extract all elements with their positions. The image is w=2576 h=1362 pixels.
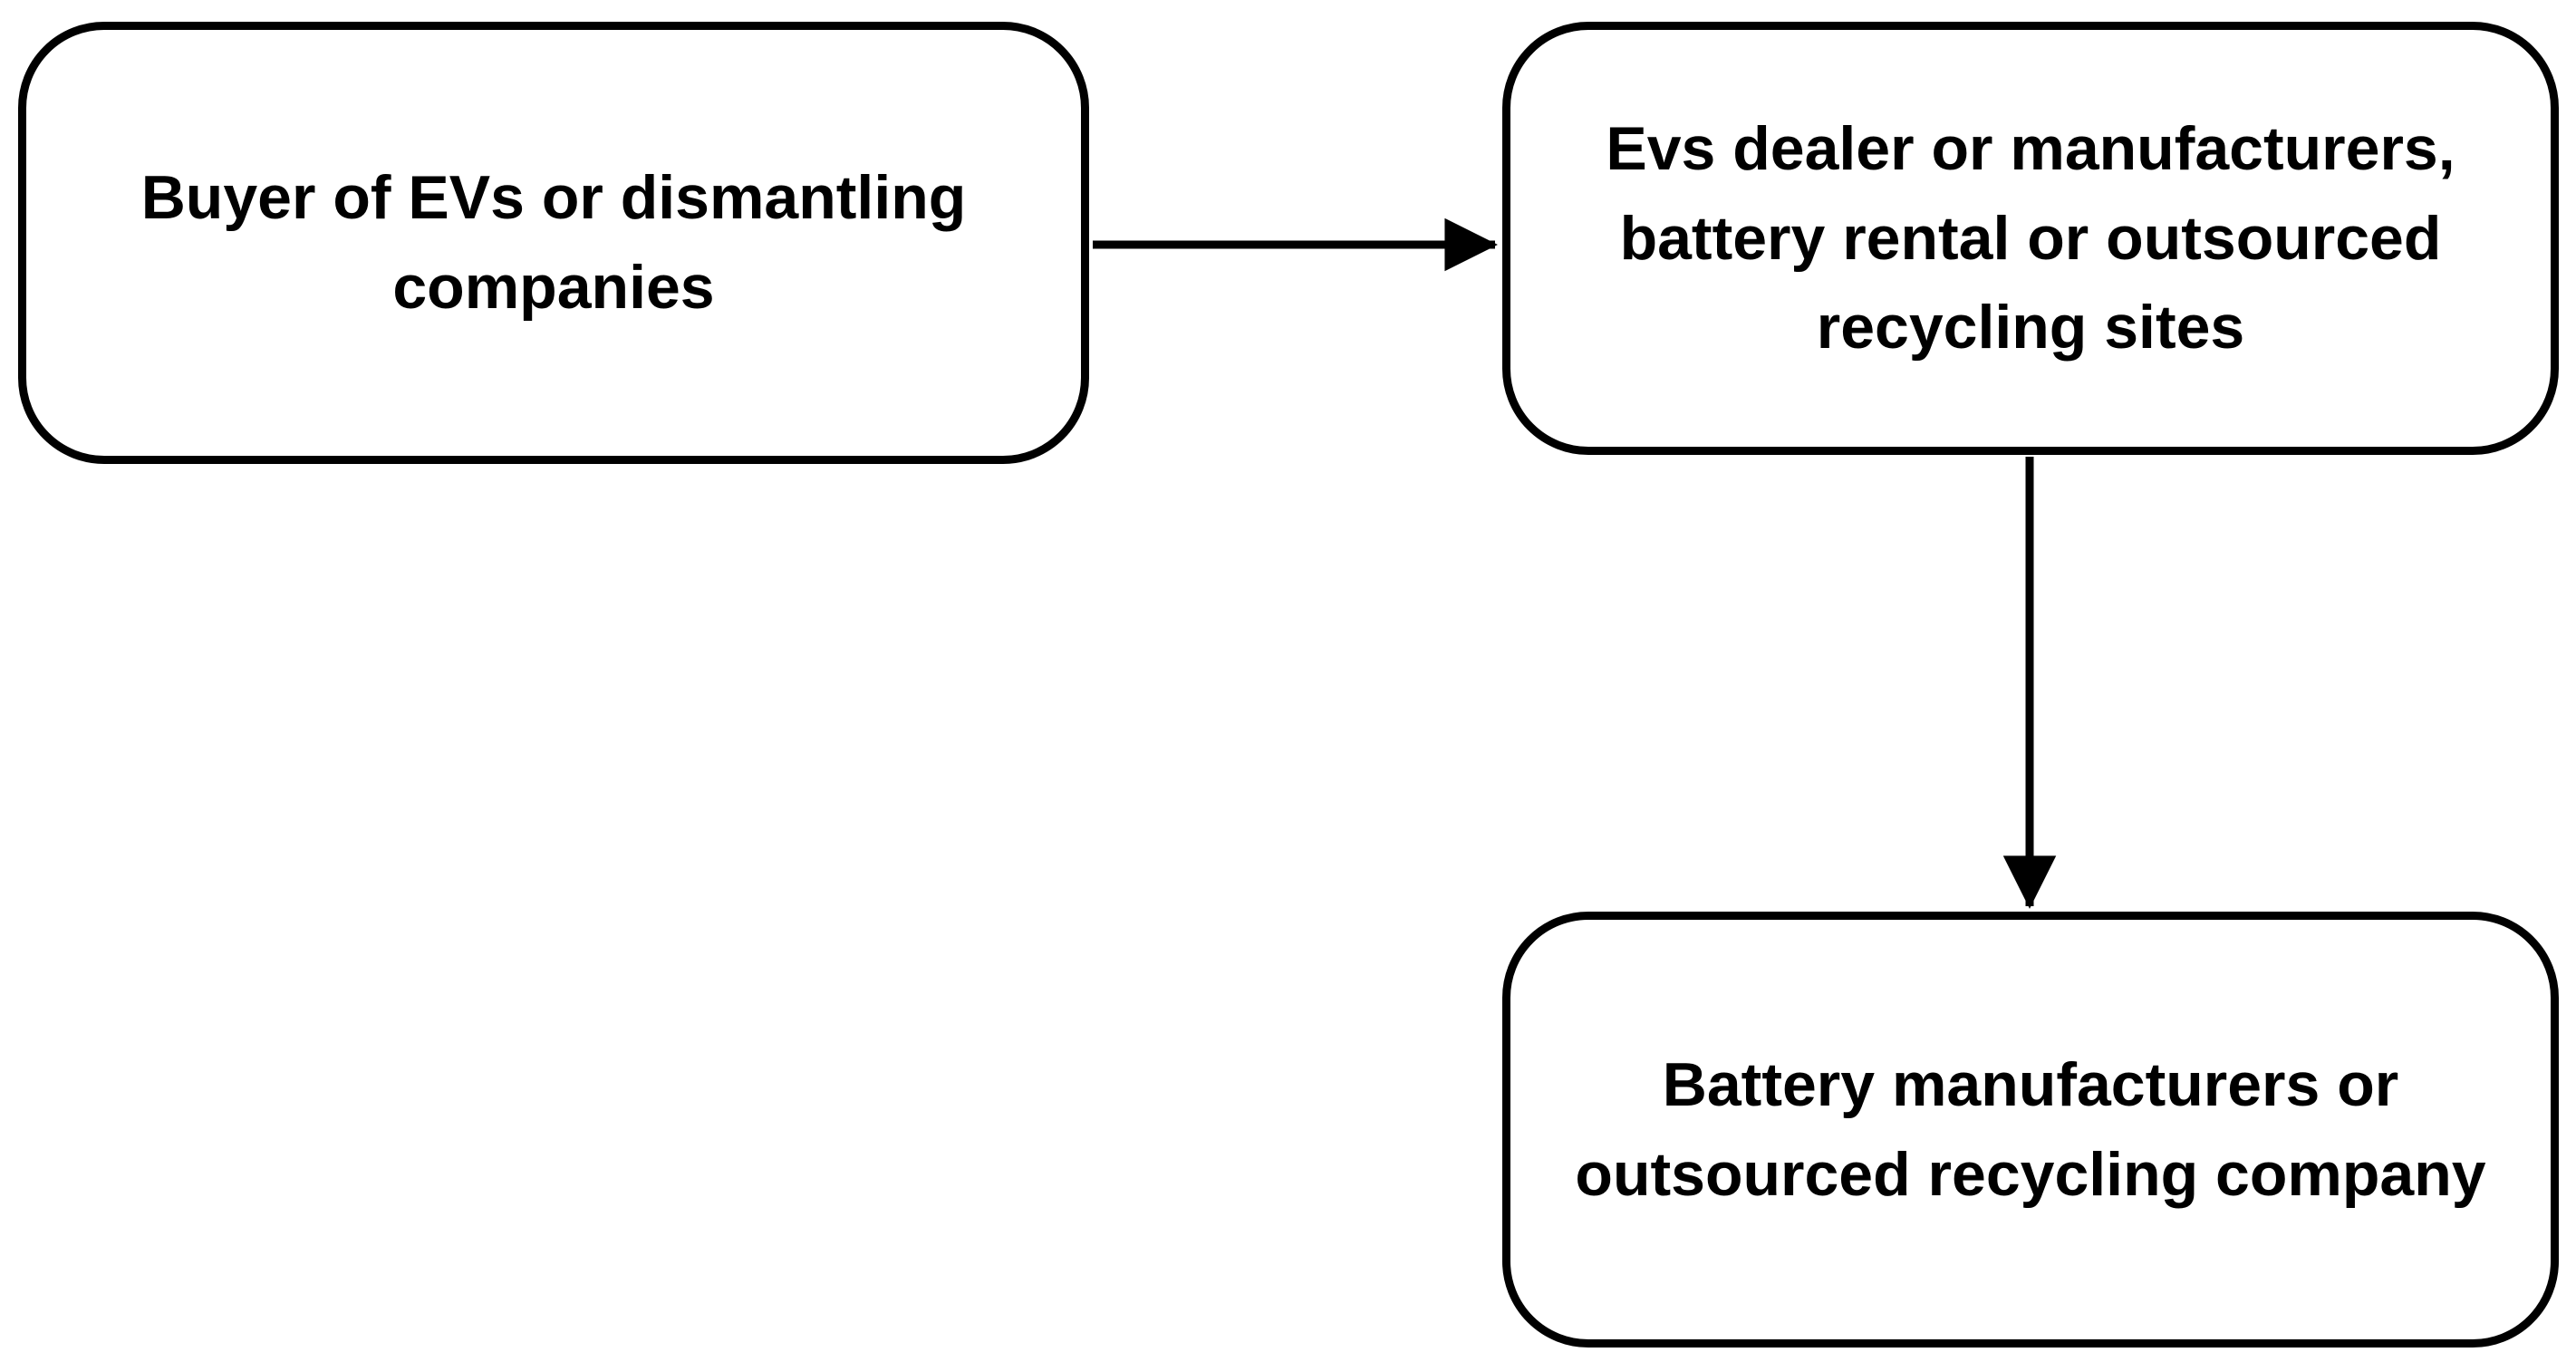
node-battery-manufacturers-label: Battery manufacturers or outsourced recy… (1575, 1049, 2486, 1209)
node-evs-dealer: Evs dealer or manufacturers, battery ren… (1502, 22, 2559, 455)
node-buyer-of-evs-label: Buyer of EVs or dismantling companies (140, 163, 967, 322)
node-evs-dealer-label: Evs dealer or manufacturers, battery ren… (1606, 114, 2455, 362)
node-battery-manufacturers: Battery manufacturers or outsourced recy… (1502, 912, 2559, 1348)
node-buyer-of-evs: Buyer of EVs or dismantling companies (18, 22, 1089, 464)
